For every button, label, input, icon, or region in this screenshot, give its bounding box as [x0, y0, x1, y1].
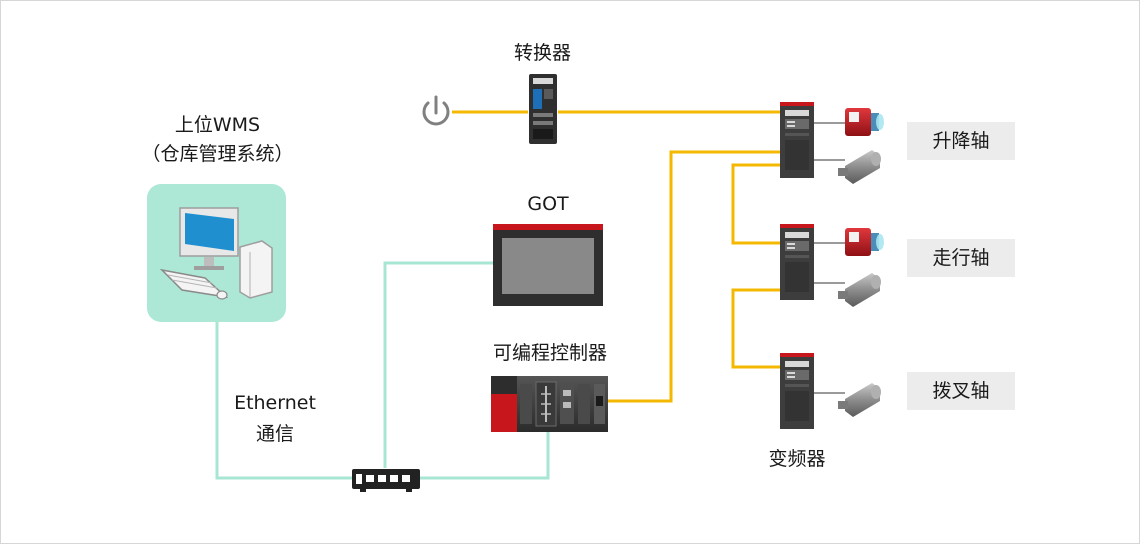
got-panel-icon — [493, 224, 603, 306]
encoder-motor-icon — [845, 108, 884, 136]
inverter-link-2 — [731, 288, 780, 369]
motor-wiring — [814, 122, 845, 394]
ethernet-line-got — [383, 261, 493, 468]
plc-to-inverter-line — [608, 150, 780, 403]
inverter-icon — [780, 353, 814, 429]
wms-label-line1: 上位WMS — [174, 114, 261, 136]
wms-label-line2: （仓库管理系统） — [141, 143, 294, 165]
motor-icon — [838, 273, 881, 307]
motor-icon — [838, 383, 881, 417]
axis-label-lift: 升降轴 — [907, 122, 1015, 160]
ethernet-lines — [215, 261, 550, 480]
network-switch-icon — [352, 469, 420, 492]
axis-label-travel: 走行轴 — [907, 239, 1015, 277]
axis-label-fork: 拨叉轴 — [907, 372, 1015, 410]
got-label: GOT — [527, 193, 569, 215]
ethernet-label-line2: 通信 — [255, 423, 294, 445]
inverter-link-1 — [731, 163, 780, 245]
plc-label: 可编程控制器 — [492, 342, 607, 364]
inverter-label: 变频器 — [768, 448, 826, 470]
computer-icon — [147, 184, 286, 322]
ethernet-line-pc — [215, 322, 352, 480]
converter-icon — [529, 74, 557, 144]
inverter-icon — [780, 224, 814, 300]
motor-icon — [838, 150, 881, 184]
ethernet-line-plc — [420, 432, 550, 480]
control-lines — [452, 110, 780, 403]
inverter-icon — [780, 102, 814, 178]
plc-icon — [491, 376, 608, 432]
ethernet-label-line1: Ethernet — [234, 392, 316, 414]
power-icon — [422, 95, 450, 126]
converter-label: 转换器 — [514, 42, 572, 64]
encoder-motor-icon — [845, 228, 884, 256]
